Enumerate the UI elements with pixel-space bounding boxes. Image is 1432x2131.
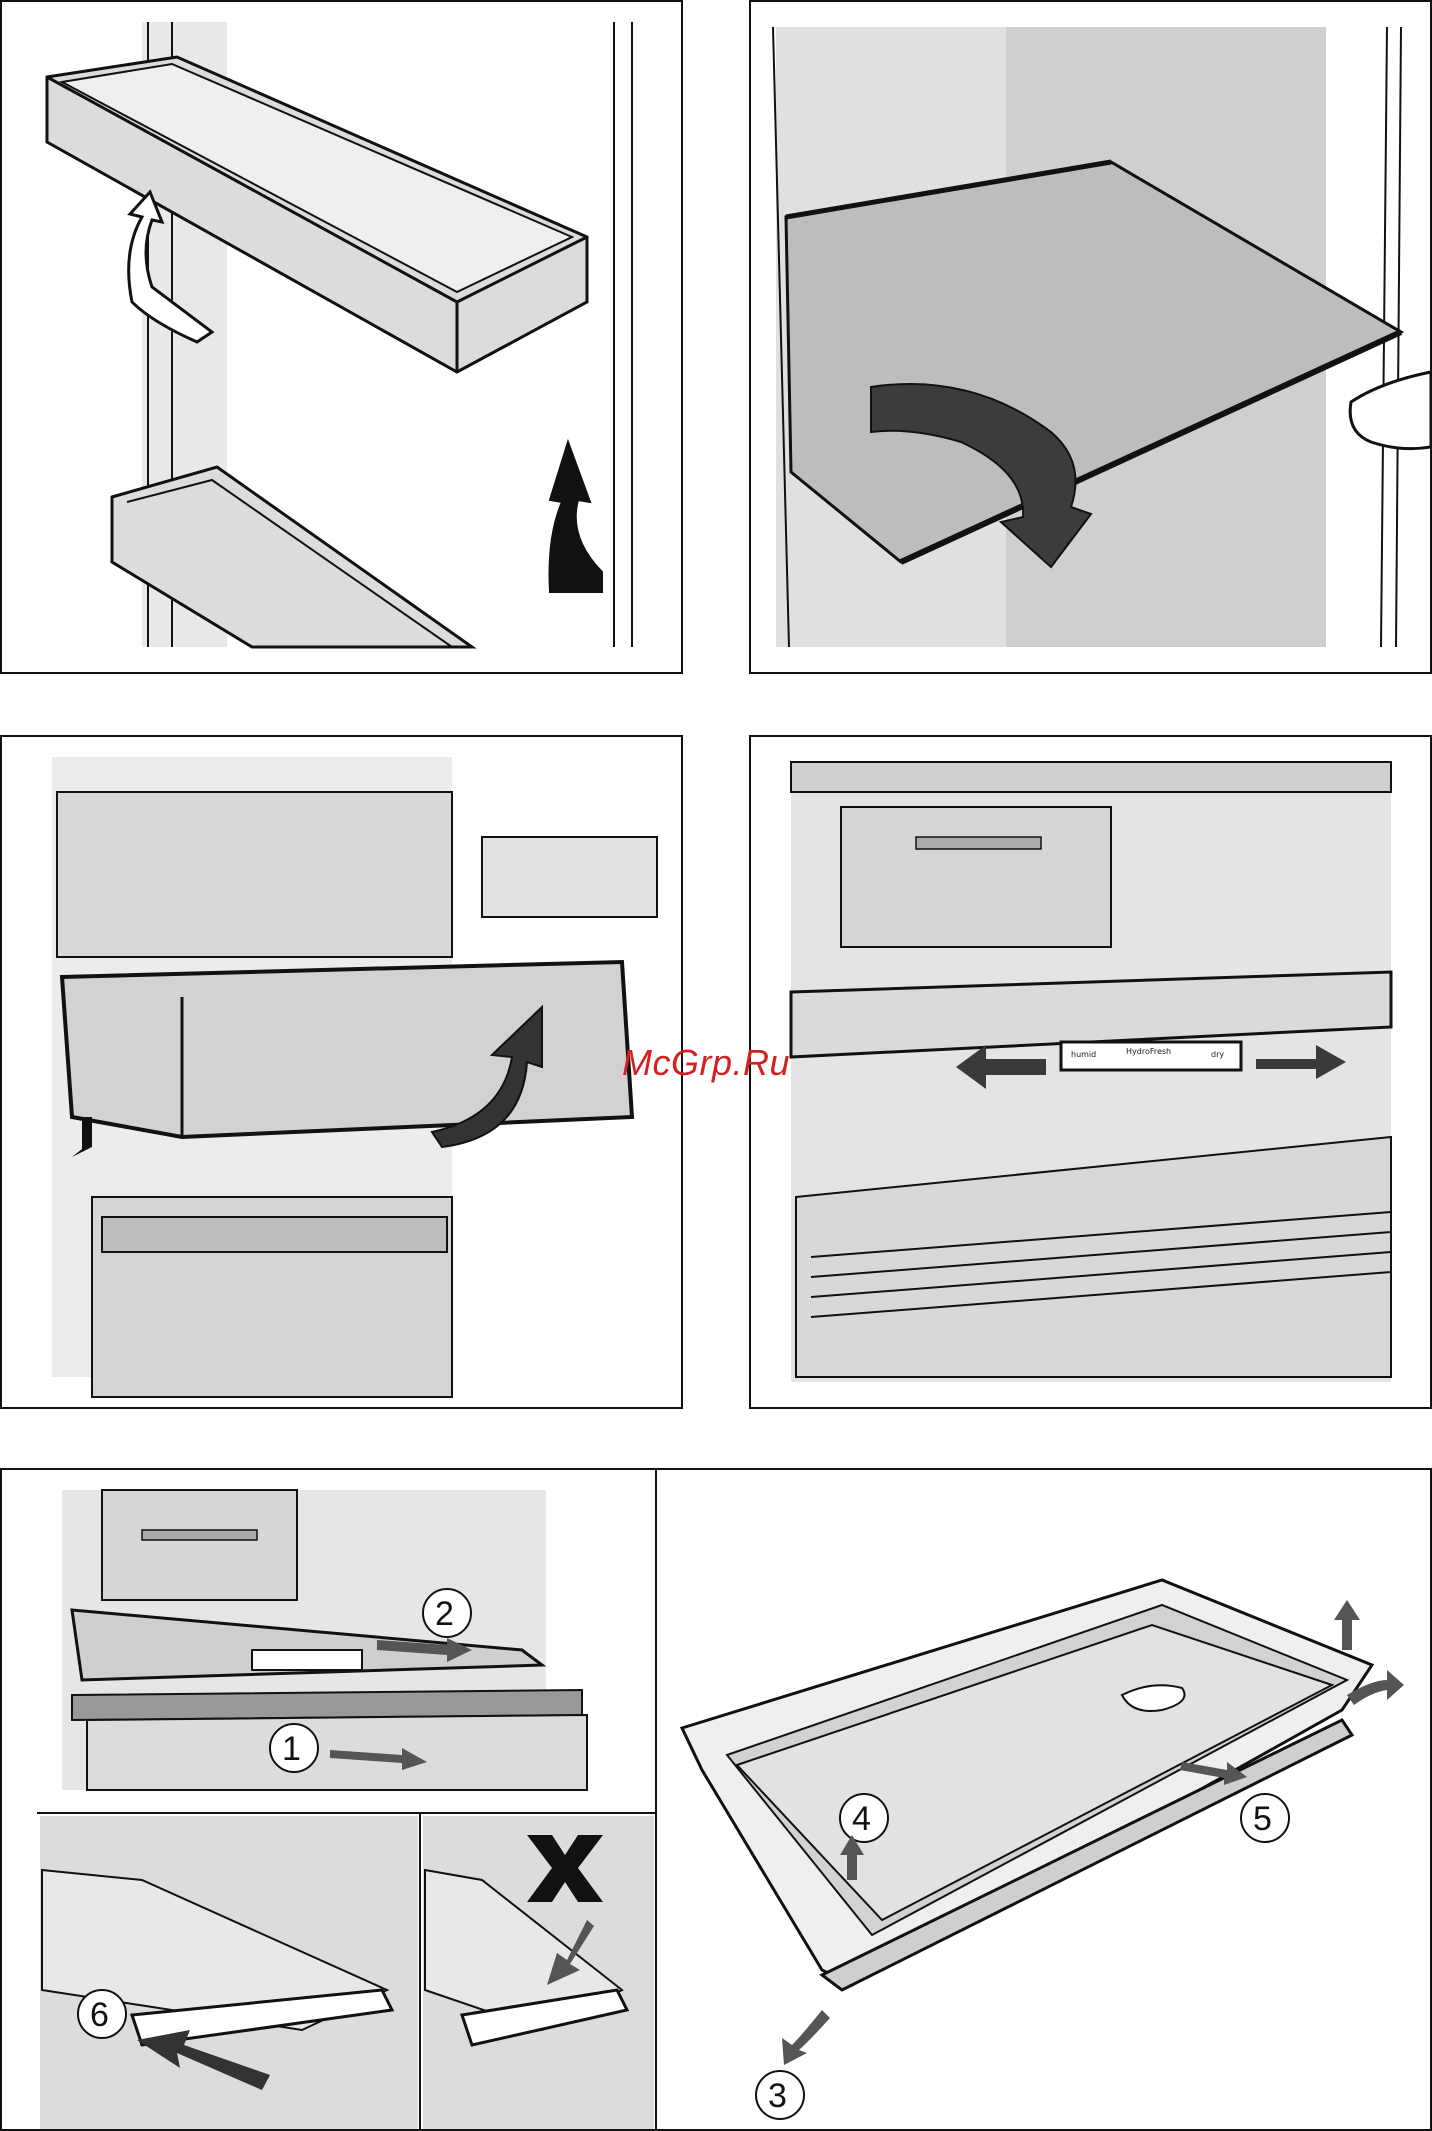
step-6-label: 6 (90, 1996, 109, 2034)
humid-label: humid (1071, 1050, 1096, 1059)
humidity-slider[interactable]: humid HydroFresh dry (1061, 1042, 1241, 1070)
figure-drawer-removal (0, 735, 683, 1409)
figure-humidity-control: humid HydroFresh dry (749, 735, 1432, 1409)
step-2-label: 2 (435, 1595, 454, 1633)
step-1-label: 1 (282, 1730, 301, 1768)
crisper-drawer (62, 962, 632, 1137)
figure-door-shelf (0, 0, 683, 674)
shelf-frame (682, 1580, 1372, 1990)
step-5-label: 5 (1253, 1800, 1272, 1838)
dry-label: dry (1211, 1050, 1224, 1059)
figure-shelf-disassembly: 1 2 6 5 4 3 (0, 1468, 1432, 2131)
lift-arrow-2 (550, 442, 603, 592)
step-3-label: 3 (768, 2077, 787, 2115)
up-arrow-right (1334, 1600, 1360, 1650)
brand-label: HydroFresh (1126, 1047, 1171, 1056)
figure-glass-shelf (749, 0, 1432, 674)
watermark: McGrp.Ru (622, 1042, 790, 1084)
down-arrow-3 (782, 2010, 830, 2065)
hand (1350, 372, 1431, 449)
step-4-label: 4 (852, 1800, 871, 1838)
